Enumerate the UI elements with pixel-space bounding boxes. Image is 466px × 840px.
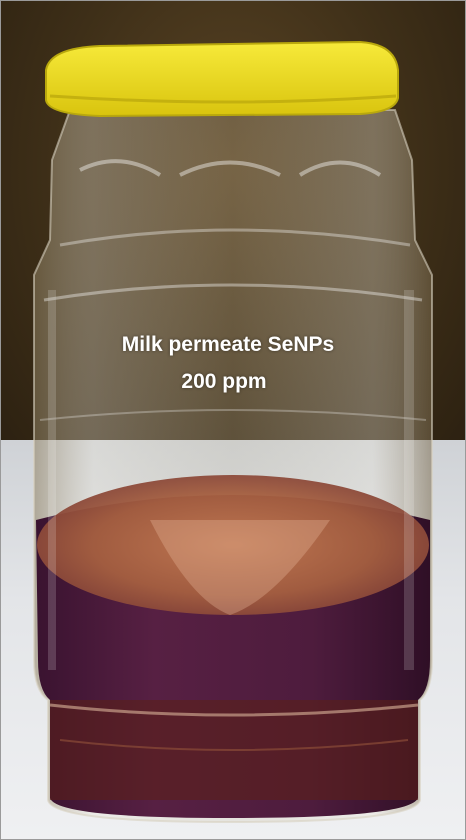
label-text-line2: 200 ppm <box>181 370 267 393</box>
glass-highlights <box>39 159 427 670</box>
jar-lid <box>45 40 399 118</box>
powder-fill <box>36 475 430 818</box>
label-text-line1: Milk permeate SeNPs <box>121 333 335 356</box>
